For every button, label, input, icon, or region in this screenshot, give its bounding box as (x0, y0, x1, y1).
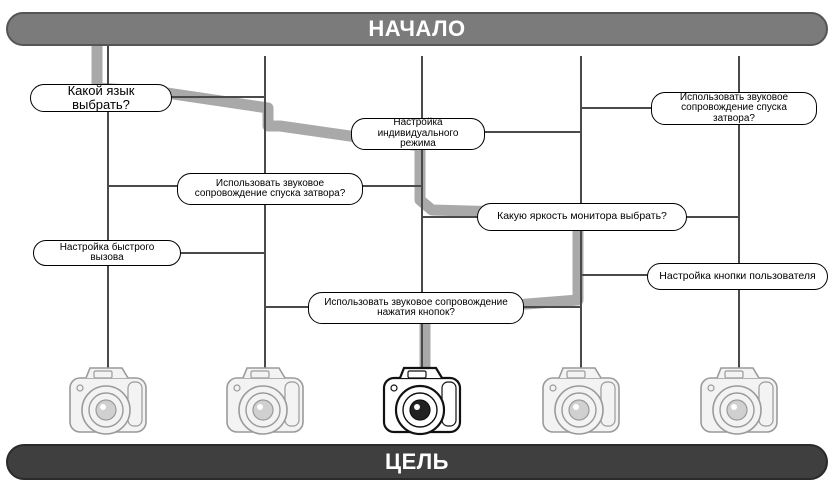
camera-5-icon (700, 367, 778, 435)
goal-bar: ЦЕЛЬ (6, 444, 828, 480)
camera-4-icon (542, 367, 620, 435)
question-language: Какой язык выбрать? (30, 84, 172, 112)
question-monitor-brightness: Какую яркость монитора выбрать? (477, 203, 687, 231)
question-shutter-sound-right: Использовать звуковое сопровождение спус… (651, 92, 817, 125)
cameras-group (69, 366, 778, 436)
camera-1-icon (69, 367, 147, 435)
question-shutter-sound-left: Использовать звуковое сопровождение спус… (177, 173, 363, 205)
start-label: НАЧАЛО (368, 16, 466, 41)
question-user-button: Настройка кнопки пользователя (647, 263, 828, 290)
goal-label: ЦЕЛЬ (385, 449, 449, 474)
question-custom-mode: Настройка индивидуального режима (351, 118, 485, 150)
camera-2-icon (226, 367, 304, 435)
camera-3-icon (382, 366, 462, 436)
start-bar: НАЧАЛО (6, 12, 828, 46)
question-button-sound: Использовать звуковое сопровождение нажа… (308, 292, 524, 324)
question-quick-call: Настройка быстрого вызова (33, 240, 181, 266)
